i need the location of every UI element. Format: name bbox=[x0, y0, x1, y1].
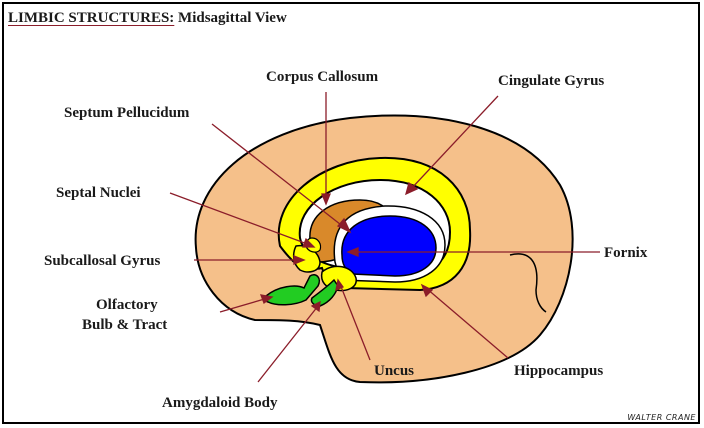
label-subcallosal-gyrus: Subcallosal Gyrus bbox=[44, 252, 160, 270]
artist-signature: WALTER CRANE bbox=[627, 413, 696, 422]
lateral-ventricle bbox=[342, 216, 436, 276]
label-amygdaloid-body: Amygdaloid Body bbox=[162, 394, 277, 412]
label-fornix: Fornix bbox=[604, 244, 647, 262]
label-olfactory-line2: Bulb & Tract bbox=[82, 316, 167, 334]
label-olfactory-line1: Olfactory bbox=[96, 296, 158, 314]
label-cingulate-gyrus: Cingulate Gyrus bbox=[498, 72, 604, 90]
label-corpus-callosum: Corpus Callosum bbox=[266, 68, 378, 86]
label-uncus: Uncus bbox=[374, 362, 414, 380]
label-hippocampus: Hippocampus bbox=[514, 362, 603, 380]
label-septal-nuclei: Septal Nuclei bbox=[56, 184, 141, 202]
label-septum-pellucidum: Septum Pellucidum bbox=[64, 104, 189, 122]
